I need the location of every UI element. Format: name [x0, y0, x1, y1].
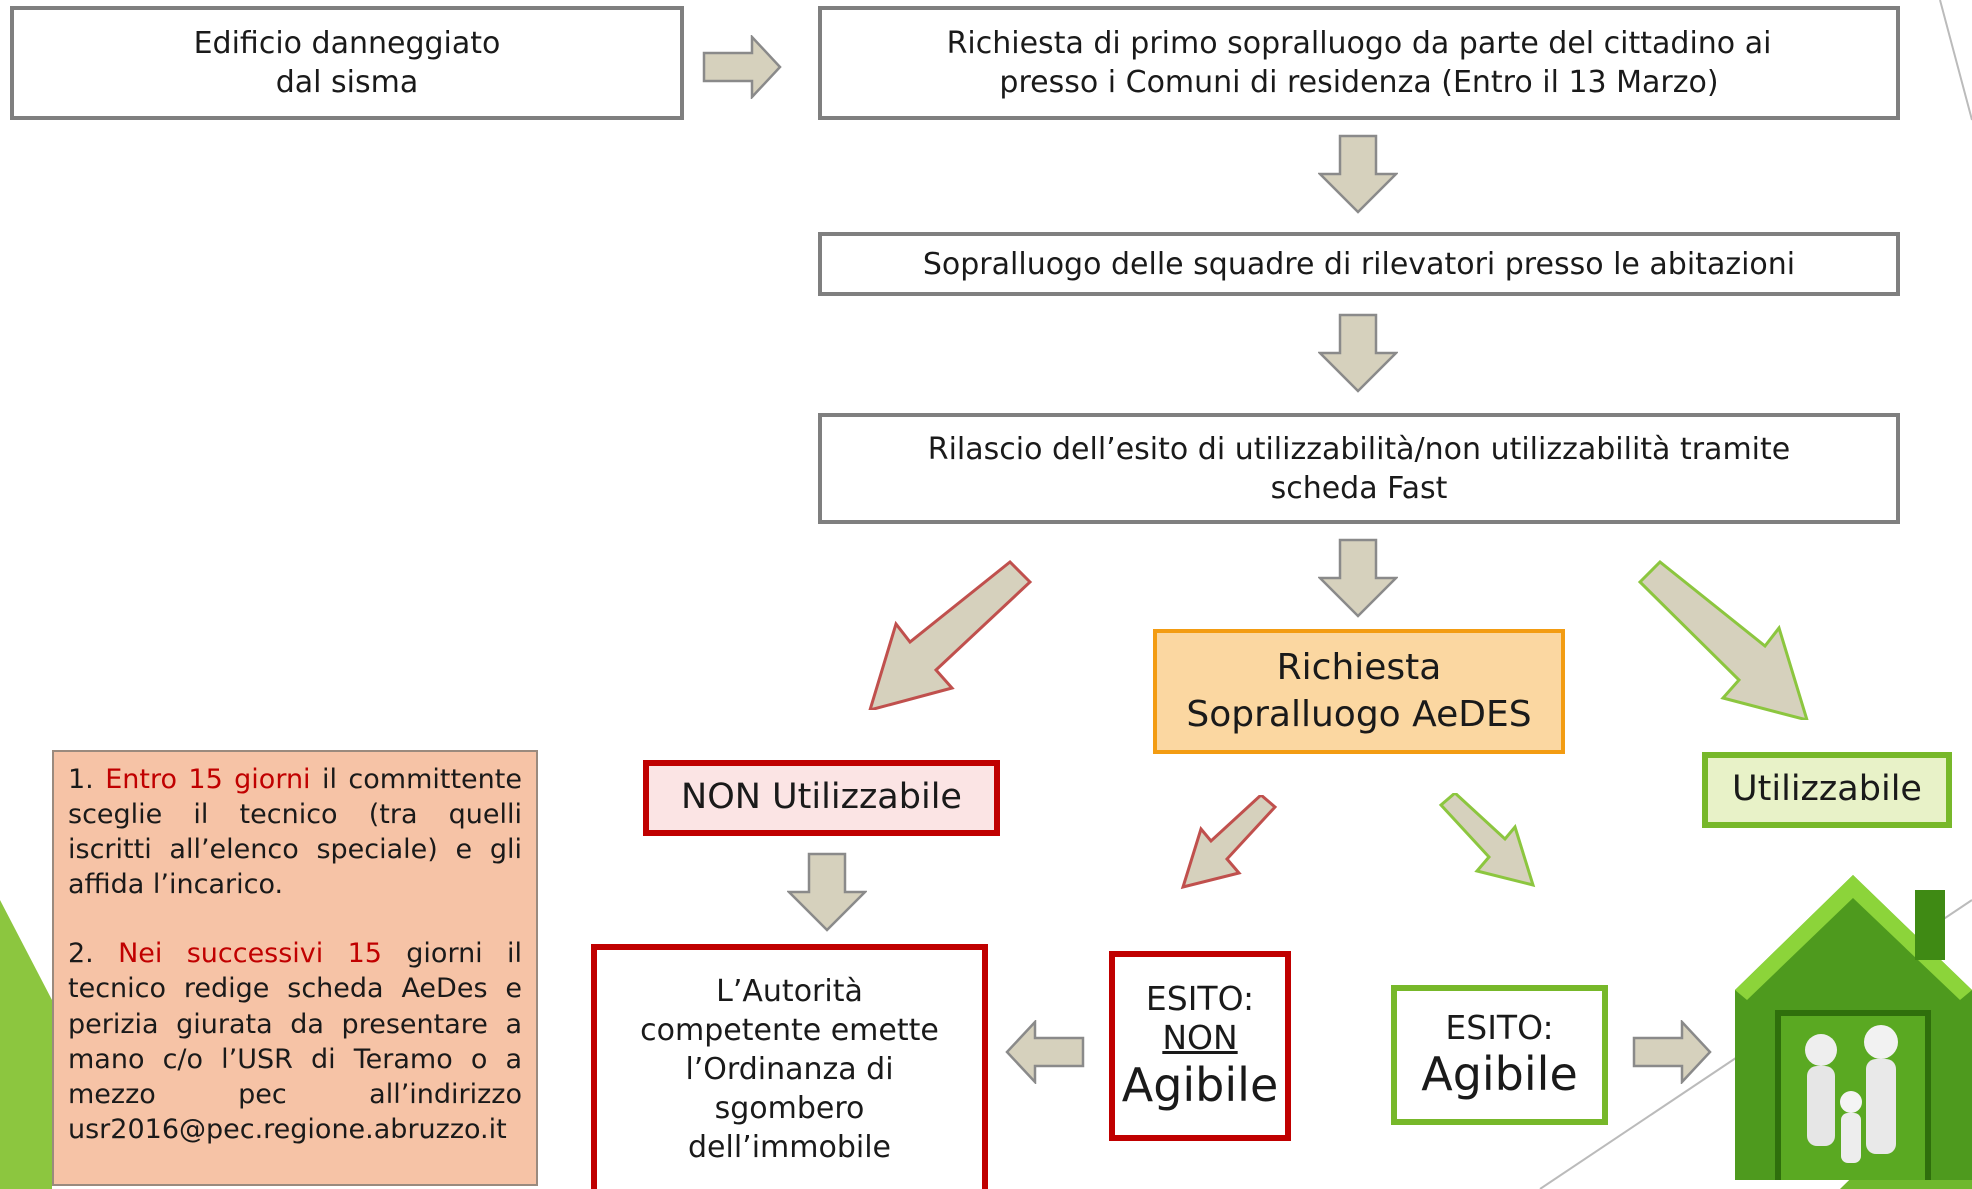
node-esito-non-agibile: ESITO: NON Agibile: [1109, 951, 1291, 1141]
arrow-down-icon: [1318, 313, 1398, 393]
node-autorita-ordinanza: L’Autorità competente emette l’Ordinanza…: [591, 944, 988, 1189]
note-paragraph-1: 1. Entro 15 giorni il committente scegli…: [68, 762, 522, 902]
node-text: Sopralluogo delle squadre di rilevatori …: [922, 246, 1796, 282]
note-highlight: Nei successivi 15: [118, 938, 382, 970]
green-house-family-icon: [1735, 875, 1972, 1180]
arrow-down-icon: [1318, 134, 1398, 214]
arrow-right-icon: [1632, 1020, 1712, 1084]
node-text: Richiesta di primo sopralluogo da parte …: [946, 26, 1772, 61]
node-text: Sopralluogo AeDES: [1186, 693, 1532, 735]
arrow-left-icon: [1005, 1020, 1085, 1084]
arrow-diagonal-down-left-icon: [1180, 795, 1278, 890]
arrow-down-icon: [1318, 538, 1398, 618]
node-esito-agibile: ESITO: Agibile: [1391, 985, 1608, 1125]
node-text: competente emette: [640, 1013, 939, 1048]
node-richiesta-aedes: Richiesta Sopralluogo AeDES: [1153, 629, 1565, 754]
node-utilizzabile: Utilizzabile: [1702, 752, 1952, 828]
node-rilascio-esito: Rilascio dell’esito di utilizzabilità/no…: [818, 413, 1900, 524]
node-text: Agibile: [1121, 1058, 1279, 1112]
note-text: giorni il tecnico redige scheda AeDes e …: [68, 938, 522, 1145]
left-green-accent: [0, 900, 52, 1189]
node-edificio-danneggiato: Edificio danneggiato dal sisma: [10, 6, 684, 120]
node-text: sgombero: [714, 1091, 865, 1126]
node-text: ESITO:: [1145, 978, 1255, 1018]
note-paragraph-2: 2. Nei successivi 15 giorni il tecnico r…: [68, 936, 522, 1147]
decor-line-top: [1939, 0, 1972, 121]
arrow-diagonal-down-right-icon: [1637, 560, 1809, 720]
node-non-utilizzabile: NON Utilizzabile: [643, 760, 1000, 836]
node-richiesta-sopralluogo: Richiesta di primo sopralluogo da parte …: [818, 6, 1900, 120]
arrow-diagonal-down-right-icon: [1438, 793, 1536, 888]
node-sopralluogo-squadre: Sopralluogo delle squadre di rilevatori …: [818, 232, 1900, 296]
node-text: Utilizzabile: [1732, 769, 1922, 810]
note-text: il committente sceglie il tecnico (tra q…: [68, 764, 522, 901]
node-text: ESITO:: [1445, 1007, 1554, 1047]
node-text: NON: [1162, 1018, 1238, 1058]
node-text: dell’immobile: [687, 1130, 891, 1165]
node-text: Richiesta: [1276, 646, 1442, 688]
note-number: 1.: [68, 764, 94, 795]
node-text: Edificio danneggiato: [193, 26, 501, 61]
node-text: scheda Fast: [1270, 470, 1448, 506]
info-note: 1. Entro 15 giorni il committente scegli…: [52, 750, 538, 1186]
node-text: Rilascio dell’esito di utilizzabilità/no…: [927, 431, 1791, 467]
node-text: NON Utilizzabile: [681, 777, 962, 818]
arrow-down-icon: [787, 852, 867, 932]
note-number: 2.: [68, 938, 94, 970]
node-text: Agibile: [1421, 1047, 1578, 1102]
node-text: L’Autorità: [716, 974, 863, 1009]
node-text: l’Ordinanza di: [685, 1052, 894, 1087]
node-text: dal sisma: [275, 65, 419, 100]
arrow-right-icon: [702, 35, 782, 99]
note-highlight: Entro 15 giorni: [105, 764, 311, 795]
node-text: presso i Comuni di residenza (Entro il 1…: [999, 65, 1719, 100]
arrow-diagonal-down-left-icon: [868, 560, 1033, 710]
